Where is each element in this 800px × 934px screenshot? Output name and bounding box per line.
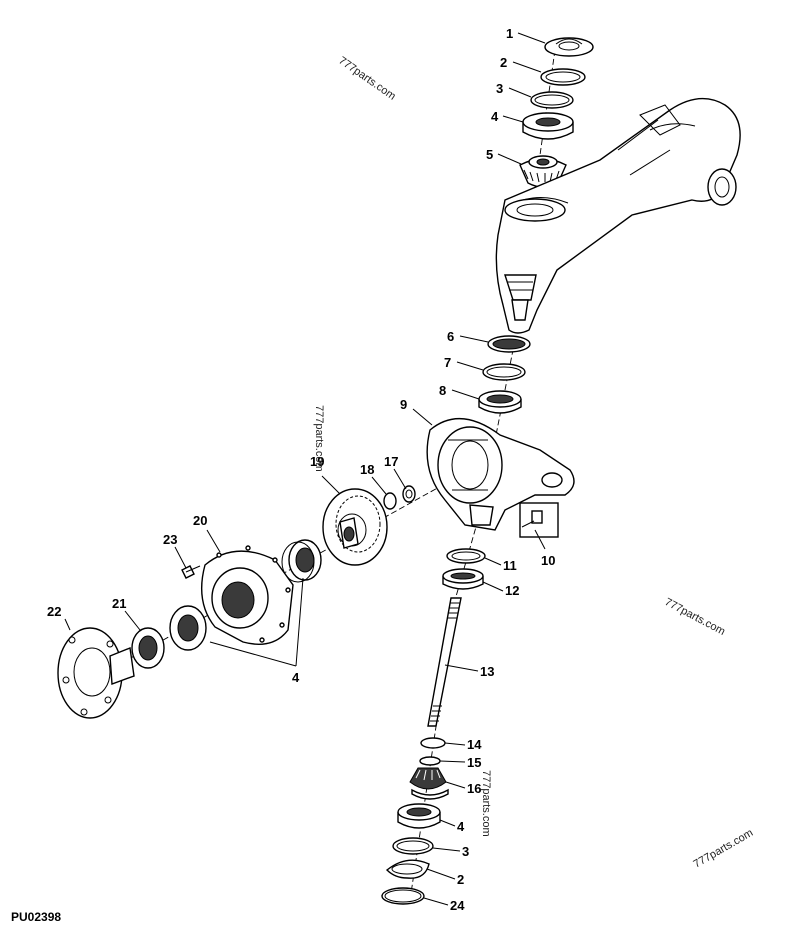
part-snap-ring-lower[interactable] (420, 737, 446, 749)
part-ring-upper[interactable] (482, 363, 526, 381)
part-cap[interactable] (544, 37, 594, 57)
callout-3-bottom: 3 (462, 844, 469, 859)
part-seal-upper[interactable] (487, 335, 531, 353)
part-bearing-bottom[interactable] (397, 803, 441, 829)
watermark-bottom-right: 777parts.com (692, 827, 756, 871)
watermark-left: 777parts.com (313, 405, 325, 472)
part-bearing-mid[interactable] (281, 539, 322, 583)
part-ring-18[interactable] (383, 492, 397, 510)
part-ring-lower[interactable] (446, 548, 486, 564)
callout-18: 18 (360, 462, 374, 477)
callout-9: 9 (400, 397, 407, 412)
part-bearing-lower[interactable] (442, 568, 484, 590)
part-cover-bottom[interactable] (381, 887, 425, 905)
callout-22: 22 (47, 604, 61, 619)
part-planetary-carrier[interactable] (200, 545, 294, 645)
callout-1: 1 (506, 26, 513, 41)
callout-5: 5 (486, 147, 493, 162)
callout-23: 23 (163, 532, 177, 547)
callout-3-top: 3 (496, 81, 503, 96)
part-drive-shaft[interactable] (427, 597, 462, 727)
callout-10: 10 (541, 553, 555, 568)
part-ring-gear[interactable] (322, 488, 388, 566)
part-washer-17[interactable] (402, 485, 416, 503)
axle-housing (495, 97, 741, 334)
leader-lines (64, 32, 546, 906)
part-hub-seal[interactable] (131, 627, 165, 669)
part-bearing-hub[interactable] (169, 605, 207, 651)
callout-24: 24 (450, 898, 465, 913)
part-pinion-gear-lower[interactable] (409, 767, 449, 800)
part-shim-bottom[interactable] (392, 837, 434, 855)
part-shim-top[interactable] (530, 91, 574, 109)
callout-4-bottom: 4 (457, 819, 465, 834)
callout-11: 11 (503, 558, 517, 573)
watermark-top: 777parts.com (336, 55, 397, 103)
part-wheel-hub[interactable] (57, 627, 135, 719)
part-washer-lower[interactable] (419, 756, 441, 766)
callout-12: 12 (505, 583, 519, 598)
callout-2-bottom: 2 (457, 872, 464, 887)
callout-labels: 1 2 3 4 5 6 7 8 9 10 11 12 13 14 15 16 4… (47, 26, 555, 913)
callout-7: 7 (444, 355, 451, 370)
part-steering-knuckle[interactable] (426, 418, 575, 531)
callout-13: 13 (480, 664, 494, 679)
callout-21: 21 (112, 596, 126, 611)
callout-14: 14 (467, 737, 482, 752)
callout-2-top: 2 (500, 55, 507, 70)
part-snap-ring-bottom[interactable] (385, 859, 430, 879)
callout-15: 15 (467, 755, 481, 770)
callout-8: 8 (439, 383, 446, 398)
watermark-bottom: 777parts.com (480, 770, 492, 837)
part-bearing-top[interactable] (522, 112, 574, 140)
part-snap-ring-top[interactable] (540, 68, 586, 86)
part-bolt-23[interactable] (181, 565, 201, 579)
callout-16: 16 (467, 781, 481, 796)
callout-20: 20 (193, 513, 207, 528)
callout-4-top: 4 (491, 109, 499, 124)
callout-4-left: 4 (292, 670, 300, 685)
part-bearing-upper[interactable] (478, 390, 522, 414)
callout-17: 17 (384, 454, 398, 469)
callout-19: 19 (310, 454, 324, 469)
diagram-code: PU02398 (11, 910, 61, 924)
watermark-right: 777parts.com (663, 596, 727, 638)
callout-6: 6 (447, 329, 454, 344)
part-bolt-box[interactable] (519, 502, 559, 538)
